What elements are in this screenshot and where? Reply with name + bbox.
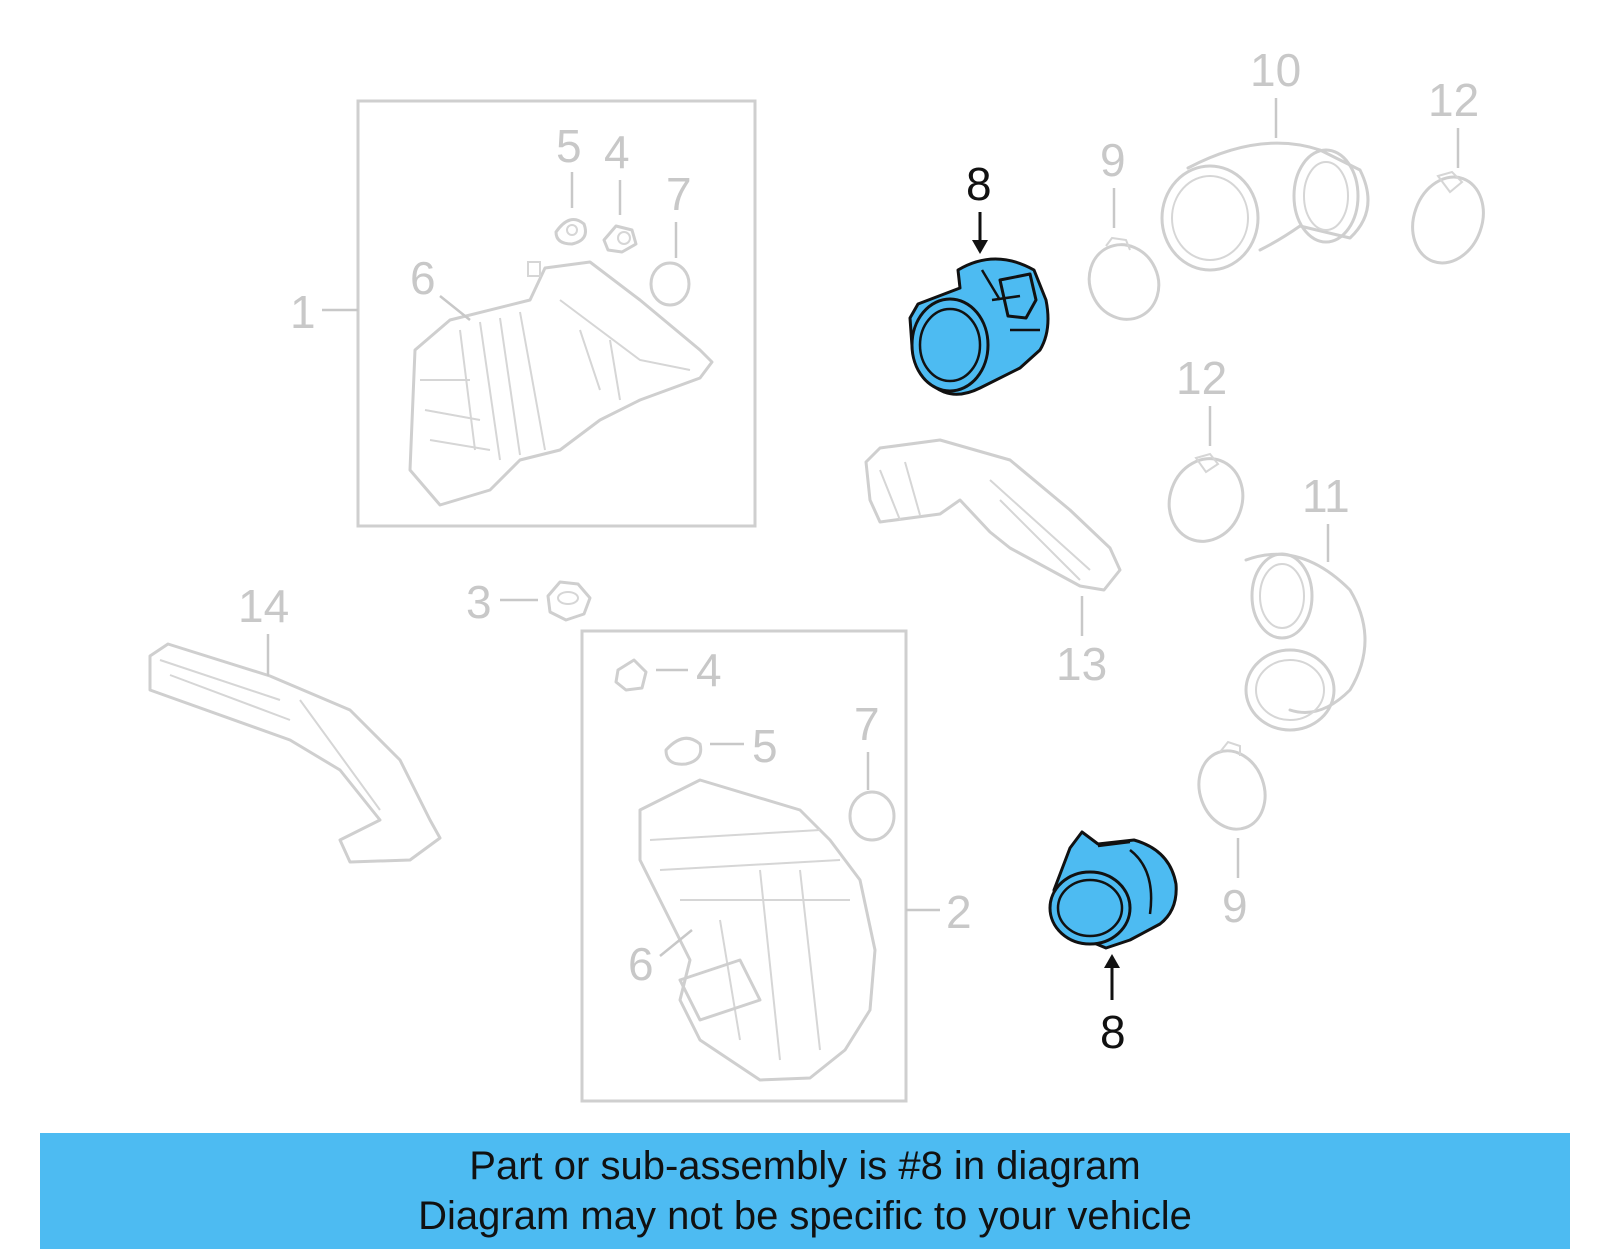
assembly-box-1 [356,99,757,528]
banner-line-1: Part or sub-assembly is #8 in diagram [469,1144,1141,1188]
callout-8a[interactable]: 8 [966,158,992,210]
callout-7b[interactable]: 7 [854,698,880,750]
callout-7a[interactable]: 7 [666,168,692,220]
hose-clamp-9-lower[interactable] [1188,740,1276,838]
clip-4-lower[interactable] [614,658,648,692]
clip-4-top[interactable] [602,224,638,254]
callout-10[interactable]: 10 [1250,44,1301,96]
callout-12a[interactable]: 12 [1428,74,1479,126]
hose-clamp-12-middle[interactable] [1158,448,1254,552]
mass-air-flow-sensor-upper[interactable] [908,257,1050,396]
intake-hose-10[interactable] [1160,141,1370,272]
air-duct-14[interactable] [148,642,442,864]
callout-4a[interactable]: 4 [604,126,630,178]
callout-9a[interactable]: 9 [1100,134,1126,186]
callout-4b[interactable]: 4 [696,644,722,696]
seal-ring-7-top[interactable] [649,261,691,307]
air-cleaner-housing-upper[interactable] [408,260,714,507]
callout-9b[interactable]: 9 [1222,880,1248,932]
callout-13[interactable]: 13 [1056,638,1107,690]
callout-12b[interactable]: 12 [1176,352,1227,404]
grommet-5-top[interactable] [554,218,587,246]
nut-3[interactable] [546,580,592,622]
mass-air-flow-sensor-lower[interactable] [1048,830,1178,950]
callout-11[interactable]: 11 [1302,470,1350,522]
callout-6b[interactable]: 6 [628,938,654,990]
air-duct-13[interactable] [864,438,1122,592]
info-banner: Part or sub-assembly is #8 in diagram Di… [40,1133,1570,1249]
callout-1[interactable]: 1 [290,286,316,338]
banner-line-2: Diagram may not be specific to your vehi… [418,1194,1192,1238]
assembly-box-2 [580,629,908,1103]
callout-5b[interactable]: 5 [752,720,778,772]
hose-clamp-12-top[interactable] [1401,167,1495,273]
callout-14[interactable]: 14 [238,580,289,632]
intake-hose-11[interactable] [1244,552,1367,732]
callout-8b[interactable]: 8 [1100,1006,1126,1058]
grommet-5-lower[interactable] [664,736,703,766]
callout-5a[interactable]: 5 [556,120,582,172]
hose-clamp-9-top[interactable] [1077,233,1171,331]
callout-2[interactable]: 2 [946,886,972,938]
callout-3[interactable]: 3 [466,576,492,628]
air-cleaner-housing-lower[interactable] [638,778,877,1082]
seal-ring-7-lower[interactable] [848,790,896,842]
callout-6a[interactable]: 6 [410,252,436,304]
